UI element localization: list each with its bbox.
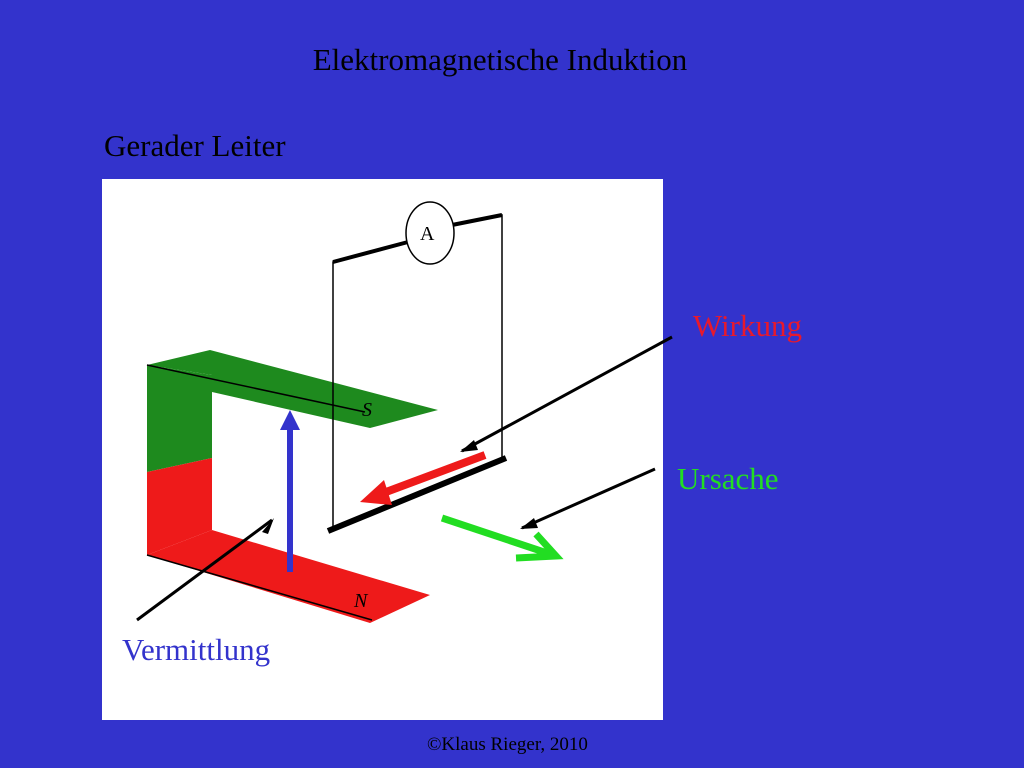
label-wirkung: Wirkung (693, 308, 802, 343)
current-arrow-icon (360, 480, 392, 505)
pole-north-label: N (353, 590, 369, 612)
magnet-arm-north (147, 530, 430, 623)
pointer-ursache (521, 467, 656, 530)
pointer-wirkung (461, 335, 673, 453)
slide-title: Elektromagnetische Induktion (312, 42, 688, 77)
copyright-footer: ©Klaus Rieger, 2010 (427, 734, 588, 755)
ammeter-label: A (420, 223, 435, 245)
pole-south-label: S (362, 399, 372, 421)
label-vermittlung: Vermittlung (122, 632, 271, 667)
field-arrow-icon (280, 410, 300, 430)
magnet-arm-south (147, 350, 438, 428)
conductor-rod (326, 455, 508, 534)
ammeter-icon (405, 201, 455, 265)
magnet-back-north (147, 458, 212, 555)
motion-arrow-icon (440, 514, 558, 560)
slide-subtitle: Gerader Leiter (104, 128, 286, 163)
pointer-vermittlung (136, 518, 273, 622)
magnet-back-south (147, 365, 212, 472)
circuit-wire-top (451, 214, 503, 458)
label-ursache: Ursache (677, 461, 779, 496)
